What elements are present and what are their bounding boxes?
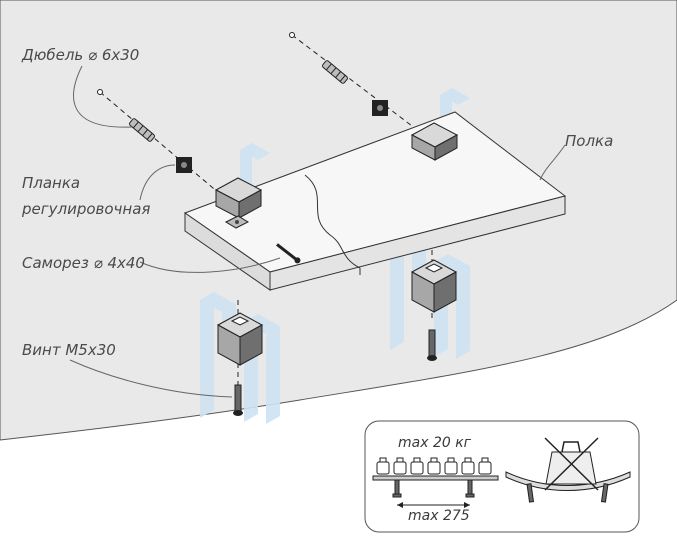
bolt-left: [233, 384, 243, 416]
nail-left: [97, 89, 103, 95]
inset-max-load: max 20 кг: [398, 435, 472, 451]
inset-shelf-straight: [372, 475, 499, 481]
inset-bracket-right: [465, 479, 475, 498]
shelf-board: [183, 111, 567, 291]
inset-bracket-left: [392, 479, 402, 498]
bracket-bottom-right: [410, 259, 458, 313]
screw: [276, 243, 301, 264]
wall-plate-right: [372, 100, 388, 116]
leader-screw: [139, 257, 281, 273]
overload-weight-crossed: [544, 437, 599, 491]
inset-dimension-arrow-left: [397, 502, 403, 508]
leader-dowel: [73, 65, 133, 128]
inset-dimension-arrow-right: [464, 502, 470, 508]
wall-plate-left: [176, 157, 192, 173]
dowel-right: [322, 60, 348, 84]
nail-right: [289, 32, 295, 38]
inset-bent-bracket-left: [526, 483, 535, 503]
leader-shelf: [539, 144, 566, 181]
leader-plate: [139, 164, 176, 201]
bracket-bottom-left: [216, 312, 264, 366]
label-plate-line1: Планка: [22, 174, 80, 192]
bracket-top-right: [410, 122, 459, 161]
label-screw: Саморез ⌀ 4х40: [22, 254, 145, 272]
bracket-top-left: [214, 177, 263, 219]
label-shelf: Полка: [565, 132, 613, 150]
load-inset-panel: max 20 кг max 275: [364, 420, 640, 533]
leader-bolt: [69, 359, 233, 398]
dowel-left: [129, 118, 155, 142]
adjust-plate: [224, 215, 250, 229]
bolt-right: [427, 329, 437, 361]
weights-row: [376, 457, 492, 475]
inset-max-span: max 275: [408, 508, 470, 524]
label-bolt: Винт М5х30: [22, 341, 116, 359]
inset-bent-bracket-right: [600, 483, 609, 503]
label-plate-line2: регулировочная: [21, 200, 150, 218]
label-dowel: Дюбель ⌀ 6х30: [21, 46, 139, 64]
